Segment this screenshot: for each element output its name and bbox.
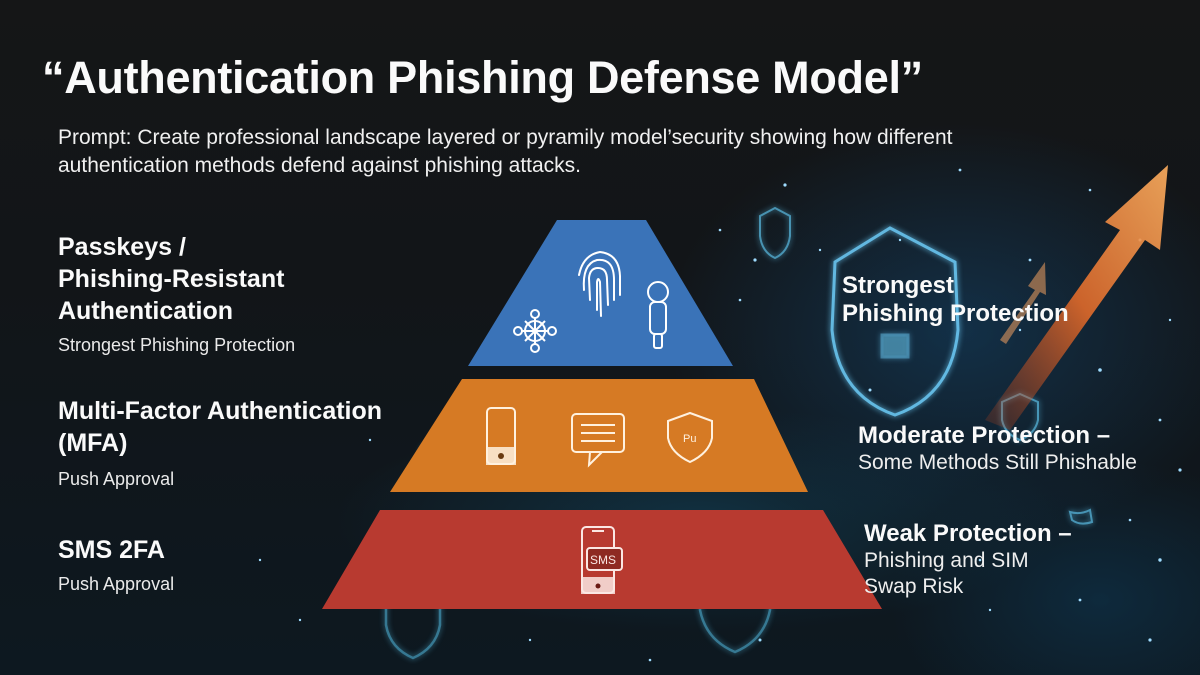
biometric-network-icon (513, 309, 557, 353)
tier-subtext: Strongest Phishing Protection (58, 335, 296, 355)
svg-text:SMS: SMS (590, 553, 616, 567)
left-label-sms: SMS 2FA Push Approval (58, 534, 174, 596)
shield-badge-icon: Pu (667, 411, 713, 464)
tier-heading: SMS 2FA (58, 536, 165, 564)
left-label-mfa: Multi-Factor Authentication (MFA) Push A… (58, 395, 382, 491)
sms-phone-icon: SMS (581, 526, 623, 594)
smartphone-icon (486, 407, 516, 465)
fingerprint-icon (578, 250, 621, 317)
tier-subtext: Push Approval (58, 574, 175, 594)
right-label-strongest: Strongest Phishing Protection (842, 272, 1069, 327)
tier-sms: SMS (322, 510, 882, 609)
svg-text:Pu: Pu (683, 433, 696, 445)
page-title: “Authentication Phishing Defense Model” (42, 52, 923, 103)
tier-heading: Multi-Factor Authentication (MFA) (58, 397, 383, 457)
message-icon (571, 413, 625, 468)
left-label-passkeys: Passkeys / Phishing-Resistant Authentica… (58, 231, 295, 357)
tier-mfa: Pu (390, 379, 808, 492)
tier-passkeys (468, 220, 733, 366)
tier-heading: Passkeys / Phishing-Resistant Authentica… (58, 233, 285, 325)
tier-subtext: Push Approval (58, 469, 175, 489)
right-label-moderate: Moderate Protection – Some Methods Still… (858, 422, 1137, 474)
security-key-icon (647, 281, 669, 349)
right-label-weak: Weak Protection – Phishing and SIM Swap … (864, 520, 1072, 598)
prompt-description: Prompt: Create professional landscape la… (58, 126, 953, 177)
